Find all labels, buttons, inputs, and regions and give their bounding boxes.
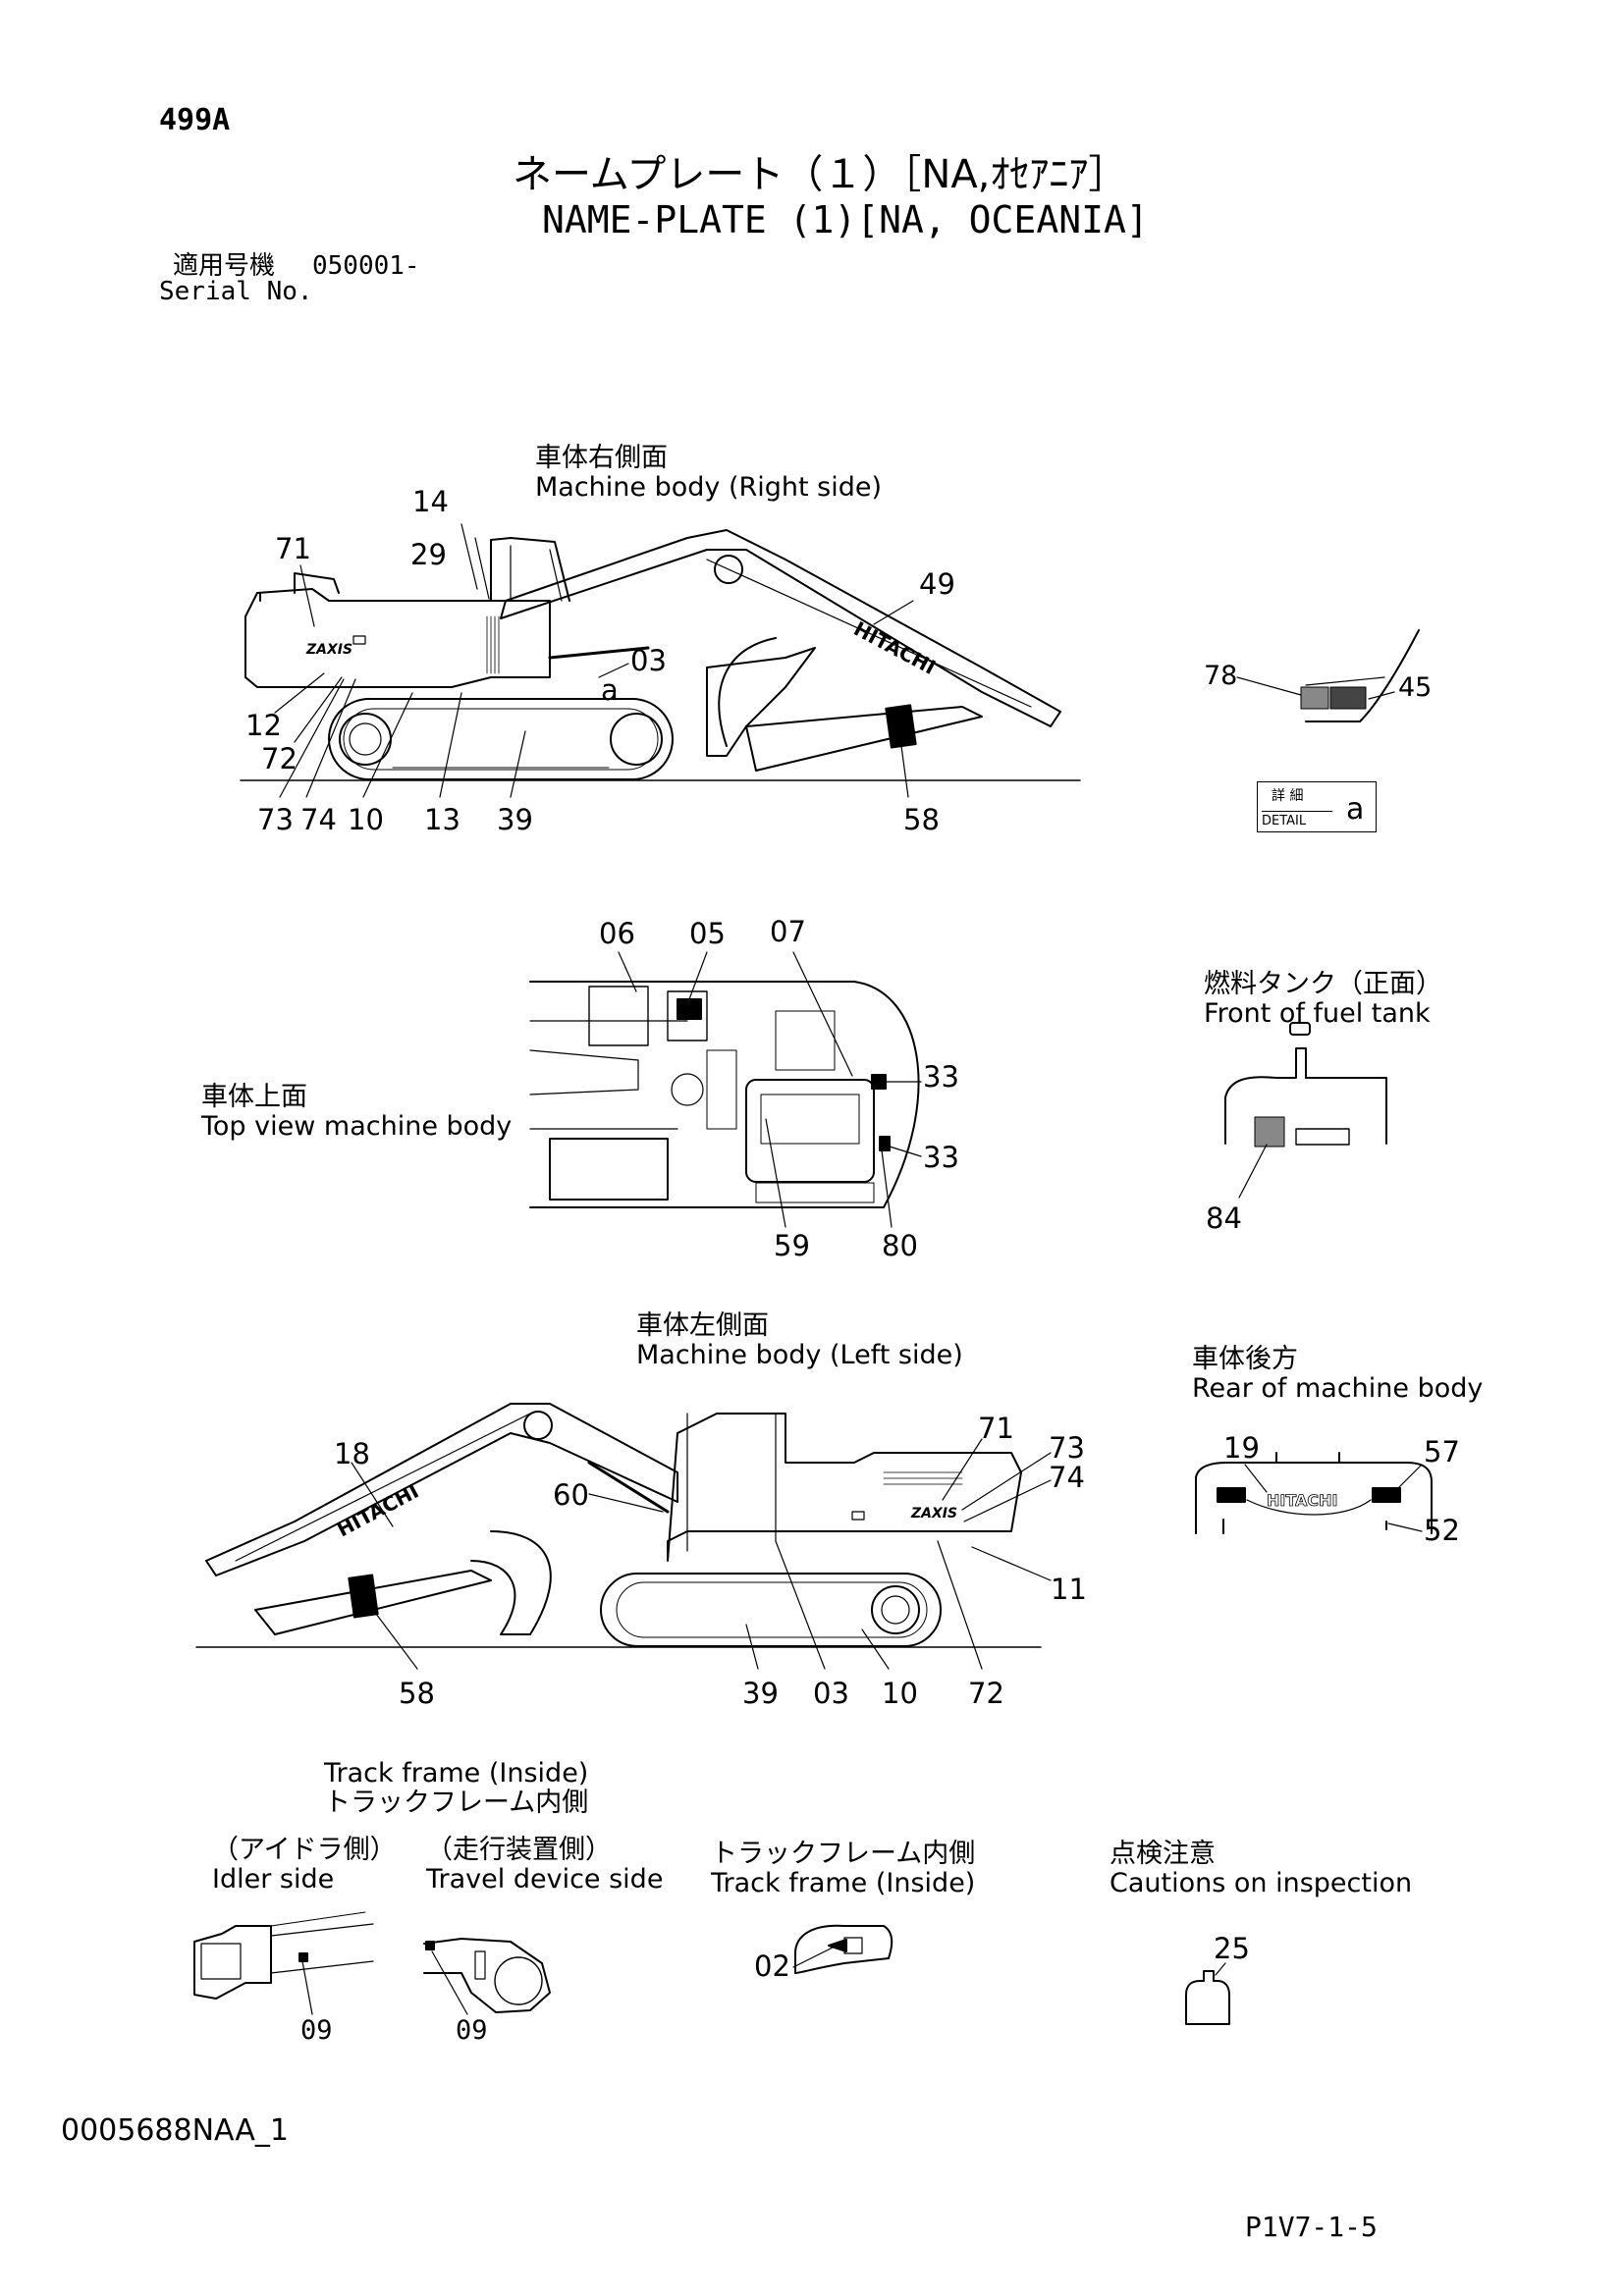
hitachi-logo-left: HITACHI xyxy=(333,1479,422,1542)
callout-73-right: 73 xyxy=(257,803,294,836)
caption-idler-side-en: Idler side xyxy=(212,1864,335,1896)
travel-device-side-drawing xyxy=(423,1938,551,2015)
serial-label-japanese: 適用号機 xyxy=(173,251,276,281)
callout-59-top: 59 xyxy=(774,1229,810,1262)
caption-track-frame-en: Track frame (Inside) xyxy=(711,1868,976,1899)
caption-fuel-tank-jp: 燃料タンク（正面） xyxy=(1204,969,1442,999)
caption-right-side-en: Machine body (Right side) xyxy=(535,472,883,504)
excavator-rear-drawing: HITACHI xyxy=(1195,1452,1433,1534)
callout-39-left: 39 xyxy=(742,1677,779,1710)
hitachi-logo-right: HITACHI xyxy=(850,616,940,679)
caption-left-side: 車体左側面 Machine body (Left side) xyxy=(636,1310,963,1371)
callout-25-caution: 25 xyxy=(1214,1932,1250,1965)
callout-12-right: 12 xyxy=(245,709,282,742)
callout-05-top: 05 xyxy=(689,917,726,950)
fuel-tank-drawing xyxy=(1224,1022,1387,1199)
caption-cautions-jp: 点検注意 xyxy=(1110,1839,1216,1869)
callout-19-rear: 19 xyxy=(1223,1431,1260,1465)
callout-71-right: 71 xyxy=(275,532,311,565)
caption-travel-side-jp: （走行装置側） xyxy=(426,1835,612,1865)
caption-cautions-en: Cautions on inspection xyxy=(1110,1868,1413,1899)
callout-39-right: 39 xyxy=(497,803,533,836)
callout-11-left: 11 xyxy=(1051,1573,1087,1606)
callout-10-right: 10 xyxy=(348,803,384,836)
page-number: P1V7-1-5 xyxy=(1245,2211,1378,2243)
detail-a-drawing xyxy=(1236,629,1420,722)
callout-45-detail: 45 xyxy=(1398,672,1433,703)
caption-rear-jp: 車体後方 xyxy=(1192,1344,1298,1374)
callout-74-right: 74 xyxy=(300,803,337,836)
caption-fuel-tank-en: Front of fuel tank xyxy=(1204,998,1431,1030)
callout-57-rear: 57 xyxy=(1424,1435,1460,1468)
caption-idler-side: （アイドラ側） Idler side xyxy=(212,1835,397,1896)
detail-a-label-box: 詳 細 DETAIL a xyxy=(1257,781,1377,832)
caption-top-view: 車体上面 Top view machine body xyxy=(201,1082,513,1143)
hitachi-logo-rear: HITACHI xyxy=(1267,1491,1337,1510)
callout-52-rear: 52 xyxy=(1424,1514,1460,1547)
caption-top-view-jp: 車体上面 xyxy=(201,1082,307,1112)
caption-track-frame: トラックフレーム内側 Track frame (Inside) xyxy=(711,1839,976,1899)
caption-track-frame-top-jp: トラックフレーム内側 xyxy=(324,1788,589,1819)
title-japanese: ネームプレート（１）［NA,ｵｾｱﾆｱ］ xyxy=(513,152,1128,197)
callout-80-top: 80 xyxy=(882,1229,918,1262)
drawing-code: 0005688NAA_1 xyxy=(61,2113,290,2148)
title-english: NAME-PLATE (1)[NA, OCEANIA] xyxy=(542,198,1149,241)
serial-value: 050001- xyxy=(312,251,420,281)
callout-03-left: 03 xyxy=(813,1677,849,1710)
detail-letter: a xyxy=(1346,792,1365,827)
callout-09-idler: 09 xyxy=(300,2015,333,2046)
callout-14-right: 14 xyxy=(412,485,449,518)
caution-bottle-drawing xyxy=(1185,1962,1230,2025)
caption-right-side-jp: 車体右側面 xyxy=(535,443,668,473)
detail-label-japanese: 詳 細 xyxy=(1272,788,1304,804)
callout-33-top-lower: 33 xyxy=(923,1141,959,1174)
callout-09-travel: 09 xyxy=(456,2015,488,2046)
callout-73-left: 73 xyxy=(1049,1431,1085,1465)
caption-rear-en: Rear of machine body xyxy=(1192,1373,1484,1405)
callout-02-track: 02 xyxy=(754,1949,790,1983)
zaxis-logo-right: ZAXIS xyxy=(305,642,352,658)
excavator-left-side-drawing: ZAXIS HITACHI xyxy=(195,1403,1052,1670)
callout-60-left: 60 xyxy=(553,1478,589,1512)
callout-71-left: 71 xyxy=(978,1412,1014,1445)
callout-18-left: 18 xyxy=(334,1437,370,1470)
caption-travel-side-en: Travel device side xyxy=(426,1864,664,1896)
callout-a-right: a xyxy=(601,673,619,707)
caption-left-side-en: Machine body (Left side) xyxy=(636,1340,963,1371)
callout-10-left: 10 xyxy=(882,1677,918,1710)
callout-72-right: 72 xyxy=(261,742,298,775)
callout-78-detail: 78 xyxy=(1204,661,1238,691)
caption-left-side-jp: 車体左側面 xyxy=(636,1310,769,1341)
callout-49-right: 49 xyxy=(919,567,955,601)
detail-label-english: DETAIL xyxy=(1262,811,1332,828)
zaxis-logo-left: ZAXIS xyxy=(910,1506,957,1522)
callout-72-left: 72 xyxy=(968,1677,1004,1710)
caption-track-frame-top-en: Track frame (Inside) xyxy=(324,1758,589,1789)
caption-cautions: 点検注意 Cautions on inspection xyxy=(1110,1839,1413,1899)
callout-03-right: 03 xyxy=(630,644,667,677)
caption-idler-side-jp: （アイドラ側） xyxy=(212,1835,397,1865)
callout-58-right: 58 xyxy=(903,803,940,836)
page-code: 499A xyxy=(159,103,231,137)
callout-74-left: 74 xyxy=(1049,1461,1085,1494)
caption-rear: 車体後方 Rear of machine body xyxy=(1192,1344,1484,1405)
callout-07-top: 07 xyxy=(770,915,806,948)
callout-29-right: 29 xyxy=(410,538,447,571)
caption-right-side: 車体右側面 Machine body (Right side) xyxy=(535,443,883,504)
caption-travel-side: （走行装置側） Travel device side xyxy=(426,1835,664,1896)
track-frame-inside-drawing xyxy=(792,1924,893,1974)
callout-33-top-upper: 33 xyxy=(923,1060,959,1094)
caption-track-frame-top: Track frame (Inside) トラックフレーム内側 xyxy=(324,1758,589,1819)
callout-84-fuel: 84 xyxy=(1206,1201,1242,1235)
excavator-top-view-drawing xyxy=(529,951,922,1228)
idler-side-drawing xyxy=(193,1911,374,2015)
callout-13-right: 13 xyxy=(424,803,460,836)
caption-track-frame-jp: トラックフレーム内側 xyxy=(711,1839,976,1869)
callout-58-left: 58 xyxy=(399,1677,435,1710)
callout-06-top: 06 xyxy=(599,917,635,950)
caption-top-view-en: Top view machine body xyxy=(201,1111,513,1143)
caption-fuel-tank: 燃料タンク（正面） Front of fuel tank xyxy=(1204,969,1442,1030)
serial-label-english: Serial No. xyxy=(159,277,313,306)
